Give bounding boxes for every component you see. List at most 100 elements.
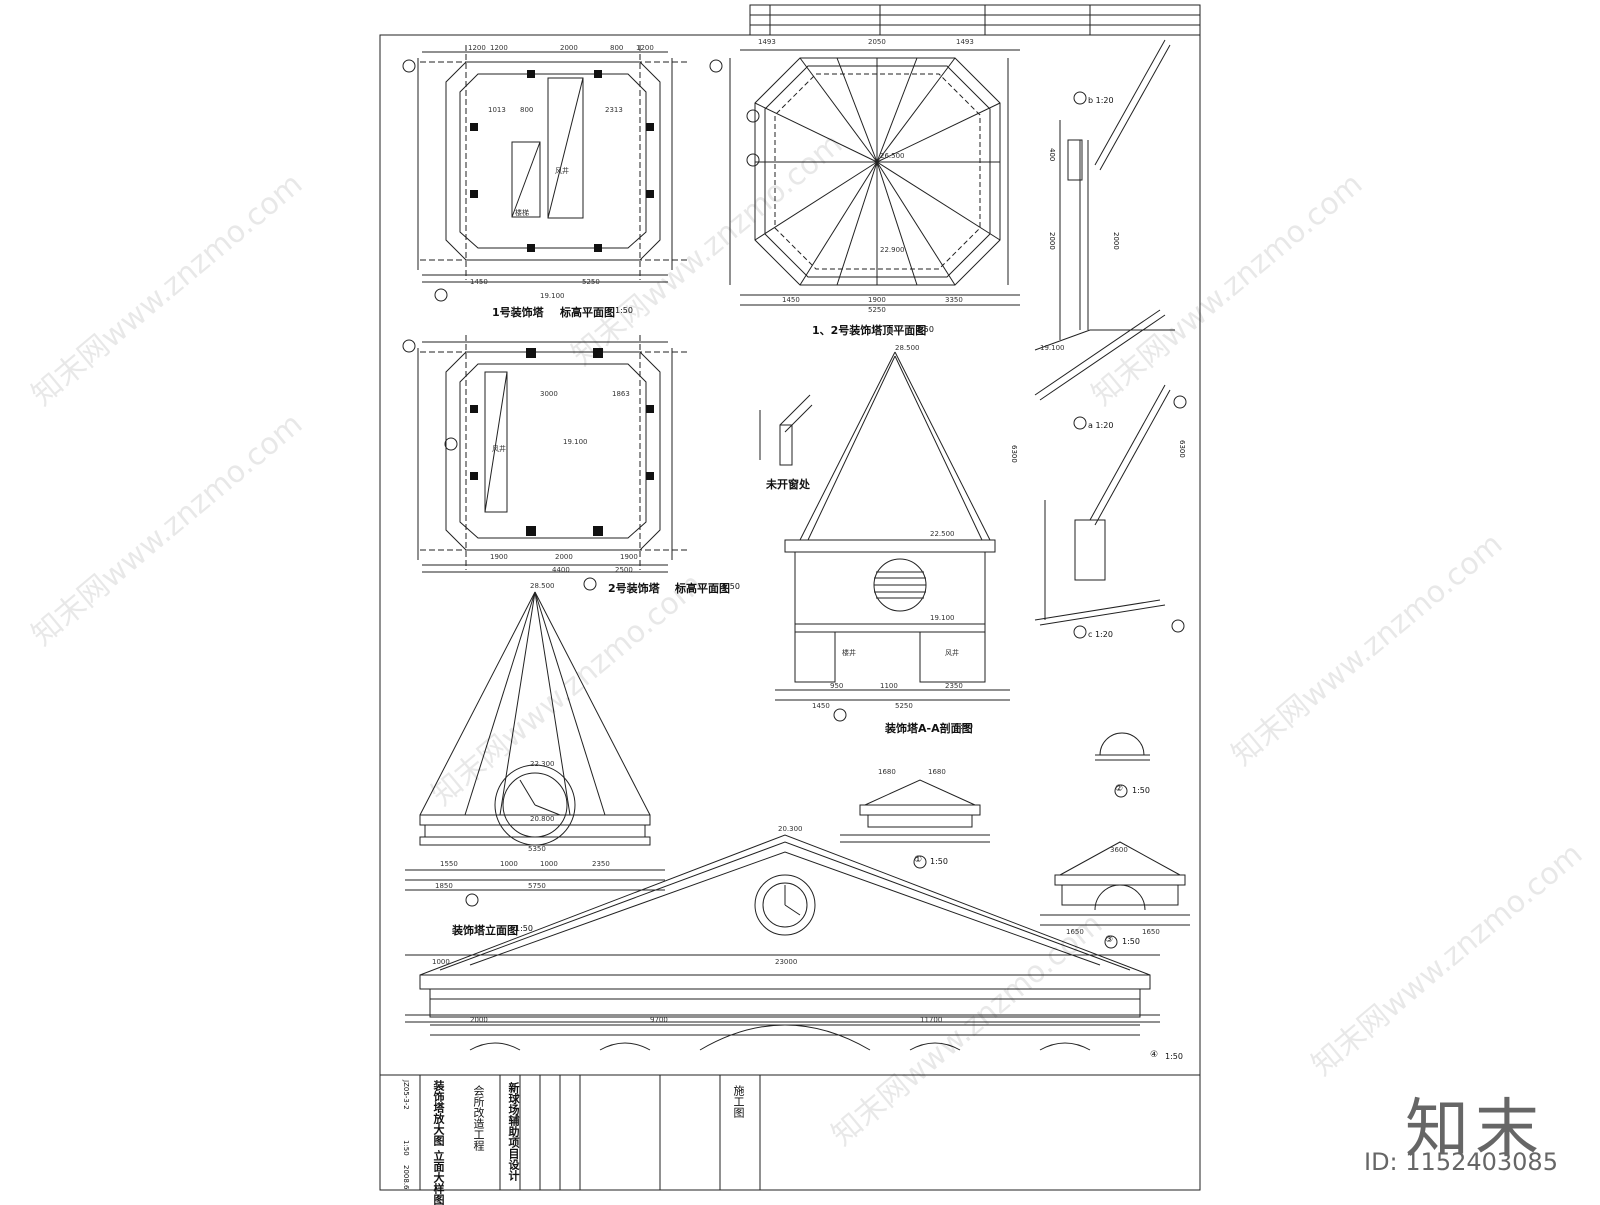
pediment-label: ④ [1150,1050,1159,1060]
detail-right-elev-low: 19.100 [1040,344,1065,352]
plan2-title-suffix: 标高平面图 [675,582,730,595]
pediment-dim-total: 23000 [775,958,798,966]
title-block-scale: 1:50 [402,1140,410,1156]
detail3-scale: 1:50 [1122,937,1140,946]
pediment-dim-3: 11700 [920,1016,943,1024]
section-aa-elev-mid: 22.500 [930,530,955,538]
section-aa-scale: 1:50 [955,722,973,731]
plan2-drawing [402,335,690,591]
plan1-dim-top-1: 1200 [468,44,486,52]
pediment-elev-top: 20.300 [778,825,803,833]
detail2-scale: 1:50 [1132,786,1150,795]
pediment-drawing [405,834,1160,1051]
elevation-dim-2: 1000 [500,860,518,868]
roof-dim-bottom-3: 3350 [945,296,963,304]
detail3-label: ③ [1105,935,1114,945]
title-block-drawing-no: JZ05-3-2 [402,1080,410,1110]
elevation-dim-4: 2350 [592,860,610,868]
detail2-drawing [1095,732,1150,798]
section-aa-dim-2: 1100 [880,682,898,690]
plan2-dim-bottom-3: 1900 [620,553,638,561]
roof-plan-drawing [709,49,1020,306]
plan2-room-airshaft: 风井 [492,445,506,453]
section-aa-title: 装饰塔A-A剖面图 [885,722,973,735]
elevation-title: 装饰塔立面图 [452,924,518,937]
plan2-dim-inner-1: 3000 [540,390,558,398]
detail-c-label: c 1:20 [1088,630,1113,639]
plan1-columns [470,70,654,252]
section-aa-dim-1: 950 [830,682,844,690]
pediment-scale: 1:50 [1165,1052,1183,1061]
roof-dim-bottom-1: 1450 [782,296,800,304]
detail1-dim-2: 1680 [928,768,946,776]
section-aa-dim-3: 2350 [945,682,963,690]
plan1-dim-bottom-1: 1450 [470,278,488,286]
pediment-dim-2: 9700 [650,1016,668,1024]
plan1-dim-top-3: 2000 [560,44,578,52]
plan2-columns [470,348,654,536]
elevation-drawing [405,591,665,907]
elevation-clock-bottom: 20.800 [530,815,555,823]
elevation-scale: 1:50 [515,924,533,933]
section-aa-room-stairwell: 楼井 [842,649,856,657]
detail1-drawing [840,779,990,869]
section-aa-room-airshaft: 风井 [945,649,959,657]
plan1-dim-inner-1: 1013 [488,106,506,114]
section-aa-elev-low: 19.100 [930,614,955,622]
detail2-label: ② [1115,784,1124,794]
elevation-dim-a: 5350 [528,845,546,853]
detail-right-dim-1: 400 [1048,148,1056,162]
title-block-drawing-name: 装饰塔放大图 立面大样图 [432,1080,445,1205]
pediment-dim-side: 1000 [432,958,450,966]
plan2-dim-total-b: 2500 [615,566,633,574]
plan1-title: 1号装饰塔 [492,306,544,319]
detail-right-dim-2: 2000 [1048,232,1056,250]
plan1-elev: 19.100 [540,292,565,300]
plan1-title-suffix: 标高平面图 [560,306,615,319]
detail1-label: ① [914,855,923,865]
plan2-dim-bottom-2: 2000 [555,553,573,561]
elevation-clock-top: 22.300 [530,760,555,768]
plan2-title: 2号装饰塔 [608,582,660,595]
plan1-dim-bottom-2: 5250 [582,278,600,286]
elevation-peak: 28.500 [530,582,555,590]
plan2-dim-inner-2: 1863 [612,390,630,398]
plan1-room-airshaft: 风井 [555,167,569,175]
unopened-detail-title: 未开窗处 [766,478,810,491]
section-aa-peak: 28.500 [895,344,920,352]
roof-elev-bottom: 22.900 [880,246,905,254]
brand-logo: 知末 [1405,1093,1545,1167]
plan2-elev: 19.100 [563,438,588,446]
roof-dim-top-1: 1493 [758,38,776,46]
plan2-dim-bottom-1: 1900 [490,553,508,561]
pediment-dim-1: 2000 [470,1016,488,1024]
elevation-dim-total: 5750 [528,882,546,890]
section-aa-dim-a: 1450 [812,702,830,710]
roof-dim-top-2: 2050 [868,38,886,46]
roof-dim-total: 5250 [868,306,886,314]
section-aa-dim-span: 6300 [1010,445,1018,463]
detail3-dim-3: 1650 [1142,928,1160,936]
title-block-sub-project: 会所改造工程 [472,1085,485,1151]
plan1-dim-top-4: 800 [610,44,624,52]
plan1-dim-top-5: 1200 [636,44,654,52]
title-block-phase: 施工图 [732,1085,745,1118]
section-aa-dim-total: 5250 [895,702,913,710]
plan1-dim-inner-3: 2313 [605,106,623,114]
elevation-dim-1: 1550 [440,860,458,868]
roof-plan-scale: 1:50 [916,325,934,334]
plan1-dim-top-2: 1200 [490,44,508,52]
plan1-room-stair: 楼梯 [515,209,529,217]
plan2-dim-total-a: 4400 [552,566,570,574]
detail-a-label: a 1:20 [1088,421,1114,430]
plan1-scale: 1:50 [615,306,633,315]
elevation-dim-3: 1000 [540,860,558,868]
detail1-scale: 1:50 [930,857,948,866]
approval-table [749,4,1201,36]
unopened-detail-drawing [759,394,813,466]
roof-dim-bottom-2: 1900 [868,296,886,304]
detail3-dim-2: 1650 [1066,928,1084,936]
roof-dim-top-3: 1493 [956,38,974,46]
roof-elev-top: 26.500 [880,152,905,160]
